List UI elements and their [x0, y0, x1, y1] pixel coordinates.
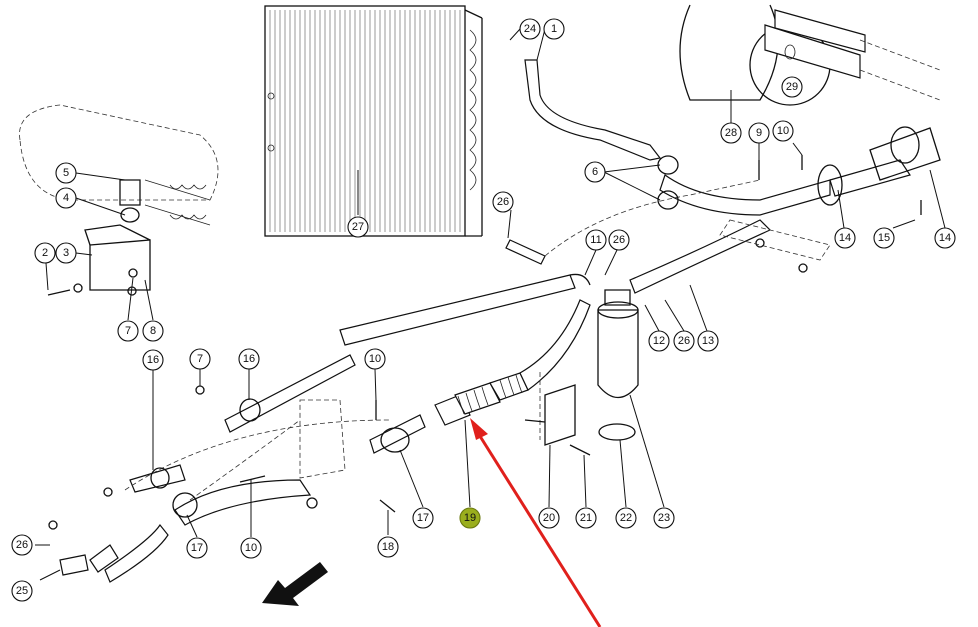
callout-label: 10 — [369, 353, 381, 365]
callout-label: 16 — [243, 353, 255, 365]
callout-label: 19 — [464, 512, 476, 524]
callout-label: 3 — [63, 247, 69, 259]
callout-16: 16 — [238, 348, 260, 370]
callout-label: 25 — [16, 585, 28, 597]
callout-label: 9 — [756, 127, 762, 139]
callout-10: 10 — [364, 348, 386, 370]
drier-bracket — [524, 372, 591, 456]
callout-label: 8 — [150, 325, 156, 337]
callout-label: 17 — [417, 512, 429, 524]
callout-2: 2 — [34, 242, 56, 264]
callout-label: 26 — [497, 196, 509, 208]
receiver-bracket-assembly — [19, 104, 219, 296]
callout-21: 21 — [575, 507, 597, 529]
callout-25: 25 — [11, 580, 33, 602]
callout-8: 8 — [142, 320, 164, 342]
callout-7: 7 — [117, 320, 139, 342]
callout-10: 10 — [772, 120, 794, 142]
hoses — [59, 59, 911, 583]
callout-14: 14 — [934, 227, 956, 249]
callout-label: 10 — [245, 542, 257, 554]
callout-12: 12 — [648, 330, 670, 352]
callout-26: 26 — [11, 534, 33, 556]
leader-lines — [35, 28, 946, 581]
callout-20: 20 — [538, 507, 560, 529]
callout-26: 26 — [608, 229, 630, 251]
callout-label: 28 — [725, 127, 737, 139]
callout-10: 10 — [240, 537, 262, 559]
fasteners — [48, 155, 922, 530]
callout-28: 28 — [720, 122, 742, 144]
callout-18: 18 — [377, 536, 399, 558]
callout-9: 9 — [748, 122, 770, 144]
callout-24: 24 — [519, 18, 541, 40]
callout-29: 29 — [781, 76, 803, 98]
callout-label: 26 — [613, 234, 625, 246]
callout-13: 13 — [697, 330, 719, 352]
callout-label: 10 — [777, 125, 789, 137]
compressor — [679, 4, 941, 106]
callout-label: 13 — [702, 335, 714, 347]
receiver-drier — [597, 289, 639, 441]
callout-label: 27 — [352, 221, 364, 233]
callout-27: 27 — [347, 216, 369, 238]
direction-arrow — [262, 562, 328, 606]
callout-label: 2 — [42, 247, 48, 259]
callout-label: 18 — [382, 541, 394, 553]
callout-label: 6 — [592, 166, 598, 178]
callout-label: 14 — [939, 232, 951, 244]
callout-label: 17 — [191, 542, 203, 554]
callout-1: 1 — [543, 18, 565, 40]
callout-label: 7 — [197, 353, 203, 365]
callout-label: 24 — [524, 23, 536, 35]
callout-7: 7 — [189, 348, 211, 370]
callout-label: 11 — [590, 234, 601, 246]
callout-label: 12 — [653, 335, 665, 347]
callout-11: 11 — [585, 229, 607, 251]
callout-label: 26 — [16, 539, 28, 551]
callout-17: 17 — [412, 507, 434, 529]
callout-label: 21 — [580, 512, 592, 524]
callout-14: 14 — [834, 227, 856, 249]
callout-4: 4 — [55, 187, 77, 209]
callout-16: 16 — [142, 349, 164, 371]
callout-26: 26 — [673, 330, 695, 352]
callout-label: 16 — [147, 354, 159, 366]
callout-23: 23 — [653, 507, 675, 529]
callout-22: 22 — [615, 507, 637, 529]
callout-19: 19 — [459, 507, 481, 529]
callout-label: 20 — [543, 512, 555, 524]
callout-label: 26 — [678, 335, 690, 347]
callout-6: 6 — [584, 161, 606, 183]
callout-label: 4 — [63, 192, 69, 204]
callout-label: 7 — [125, 325, 131, 337]
callout-label: 23 — [658, 512, 670, 524]
callout-15: 15 — [873, 227, 895, 249]
callout-label: 29 — [786, 81, 798, 93]
pointer-arrow — [470, 418, 602, 627]
callout-label: 15 — [878, 232, 890, 244]
condenser — [264, 5, 483, 237]
callout-5: 5 — [55, 162, 77, 184]
callout-17: 17 — [186, 537, 208, 559]
callout-label: 5 — [63, 167, 69, 179]
callout-label: 22 — [620, 512, 632, 524]
callout-label: 14 — [839, 232, 851, 244]
callout-label: 1 — [551, 23, 557, 35]
callout-26: 26 — [492, 191, 514, 213]
callout-3: 3 — [55, 242, 77, 264]
